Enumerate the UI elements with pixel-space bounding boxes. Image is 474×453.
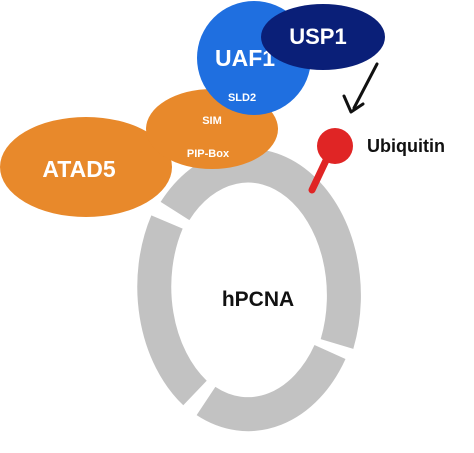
hpcna-label: hPCNA — [222, 288, 294, 311]
hpcna-ring-segment-top-right — [160, 148, 361, 349]
hpcna-ring-segment-left — [137, 215, 208, 406]
atad5-label: ATAD5 — [42, 156, 115, 182]
sld2-label: SLD2 — [228, 92, 256, 104]
sim-label: SIM — [202, 115, 222, 127]
uaf1-label: UAF1 — [215, 45, 275, 71]
atad5-shape — [0, 117, 172, 217]
usp1-label: USP1 — [289, 24, 346, 49]
usp1-shape — [261, 4, 385, 70]
arrow-shaft — [352, 62, 379, 110]
ubiquitin-label: Ubiquitin — [367, 136, 445, 156]
arrow-head — [342, 94, 365, 114]
ubiquitin-ball — [317, 128, 353, 164]
deubiquitination-arrow — [342, 62, 379, 114]
hpcna-ring — [137, 148, 361, 432]
hpcna-ring-segment-bottom — [196, 344, 346, 432]
pip-box-label: PIP-Box — [187, 148, 230, 160]
